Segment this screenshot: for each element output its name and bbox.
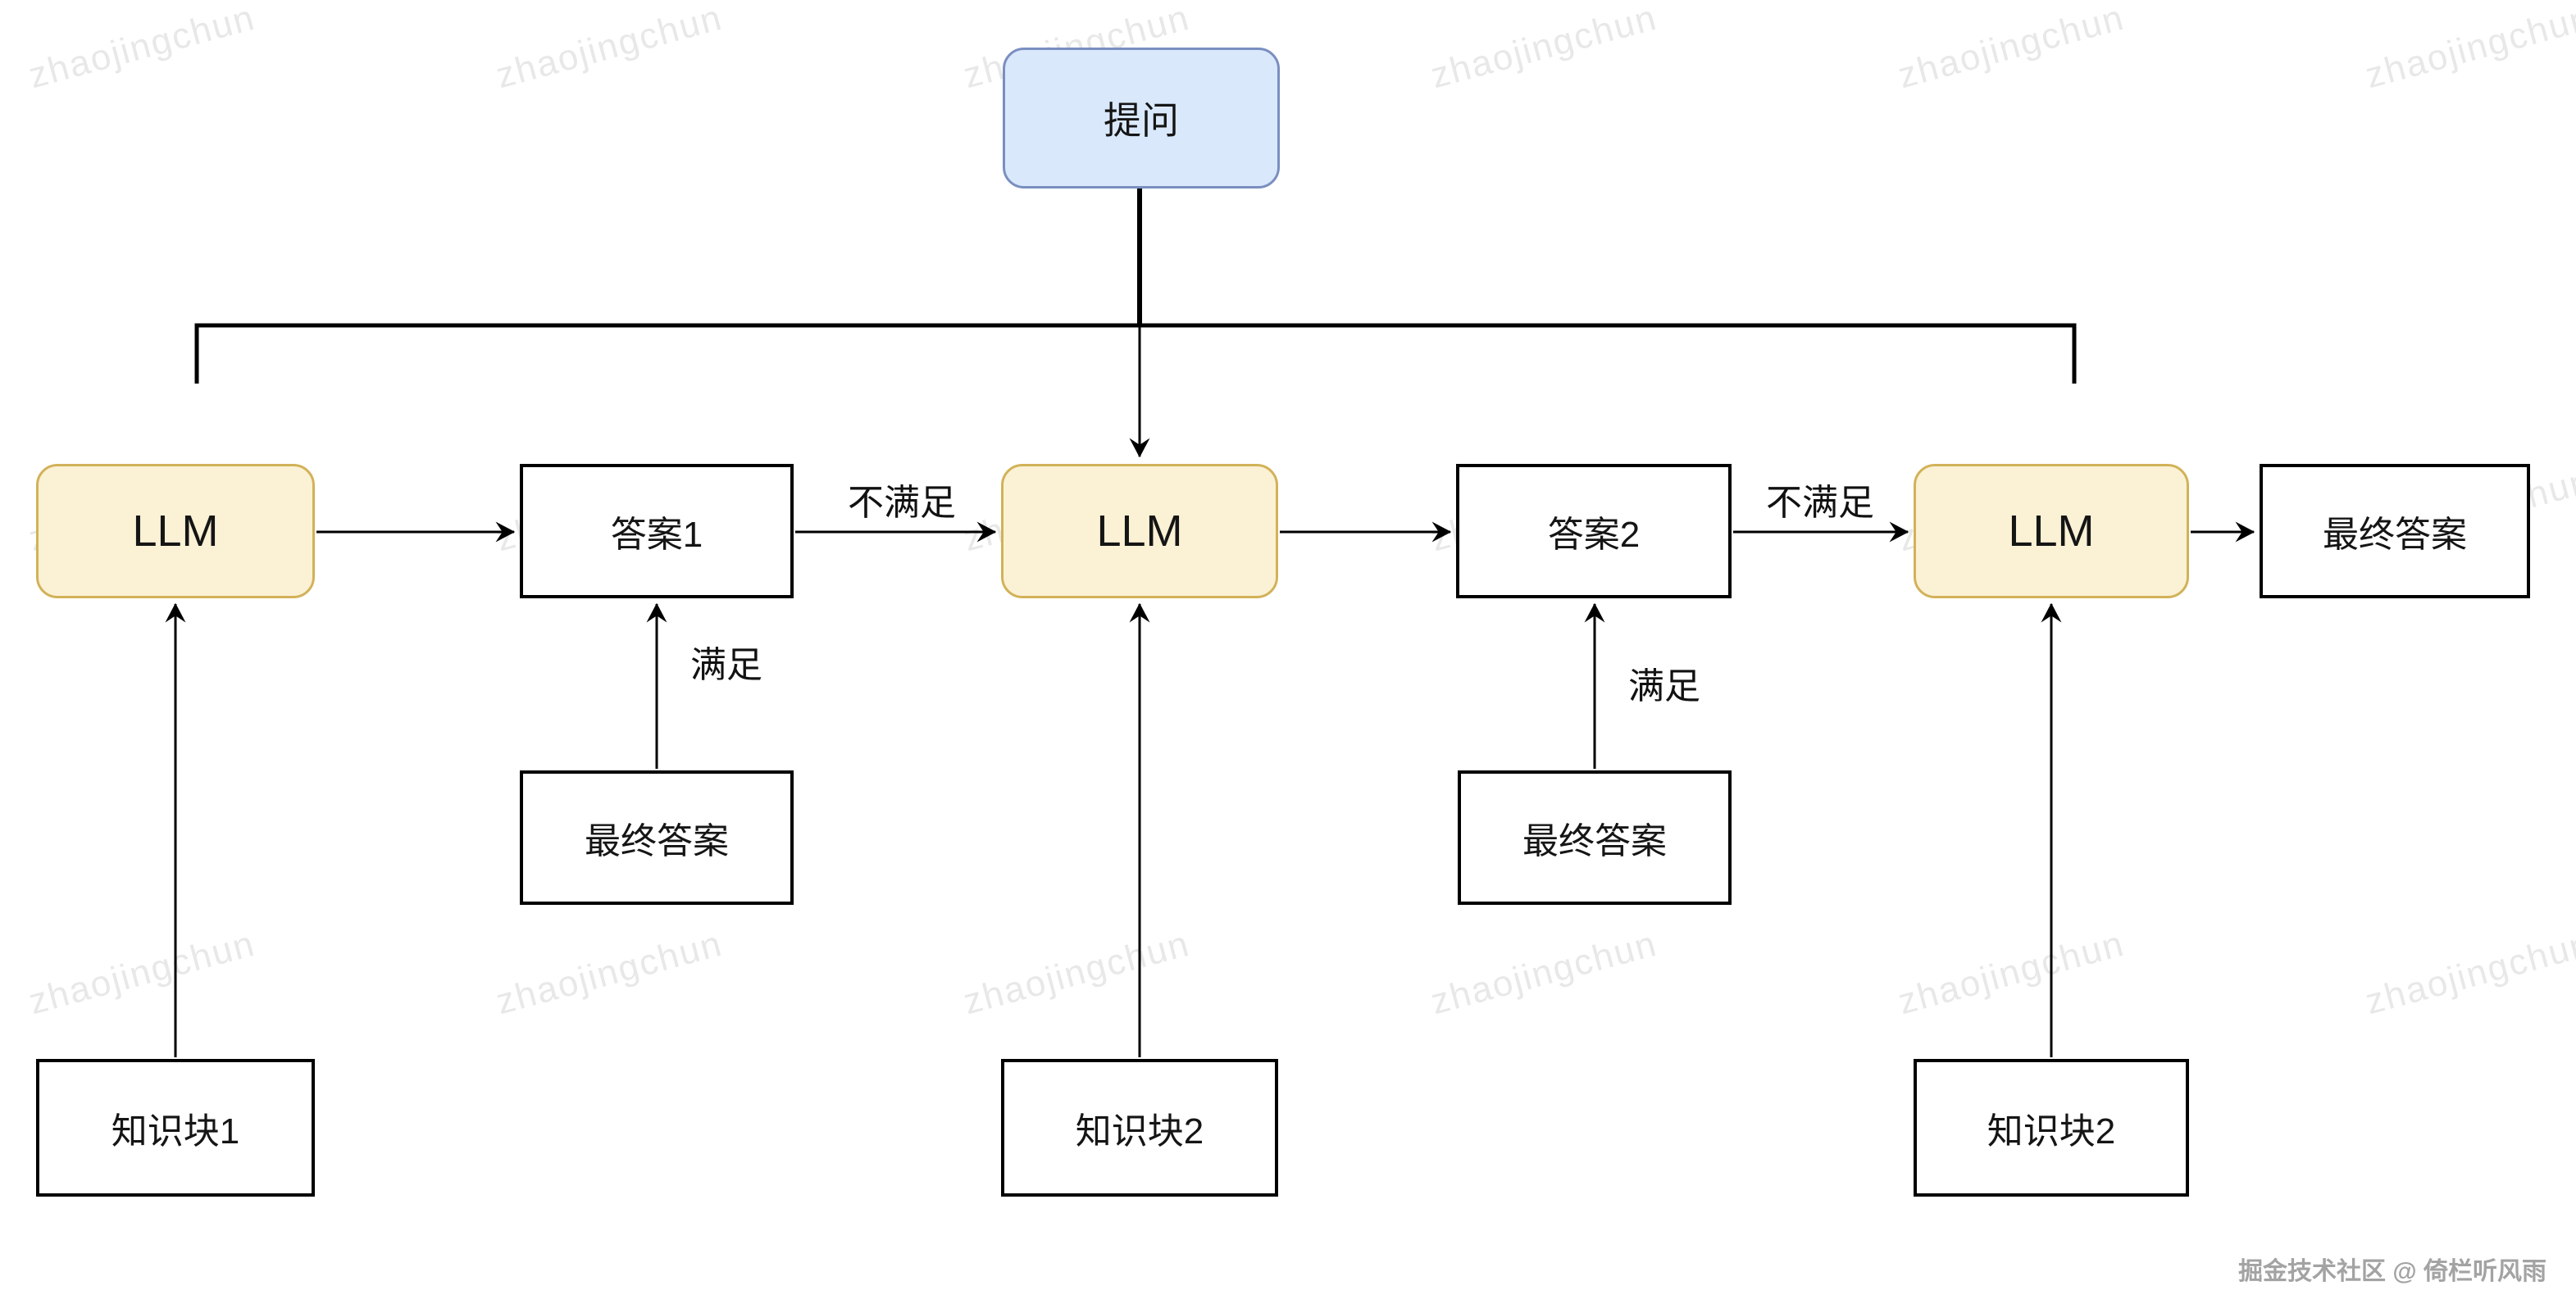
edge-label-satisfied-1: 满足: [690, 645, 762, 685]
node-final-answer-2: 最终答案: [1458, 770, 1732, 905]
node-llm-2: LLM: [1001, 464, 1278, 598]
node-llm-3: LLM: [1914, 464, 2189, 598]
edge-label-satisfied-2: 满足: [1628, 666, 1700, 706]
node-final-answer-1: 最终答案: [520, 770, 794, 905]
node-question: 提问: [1003, 48, 1280, 189]
community-credit: 掘金技术社区 @ 倚栏听风雨: [2238, 1258, 2546, 1285]
edge-label-not-satisfied-2: 不满足: [1766, 483, 1874, 523]
node-llm-1: LLM: [36, 464, 315, 598]
node-answer-1: 答案1: [520, 464, 794, 598]
edge-branch-bracket: [194, 323, 2077, 384]
edge-label-not-satisfied-1: 不满足: [848, 483, 956, 523]
node-knowledge-chunk-2: 知识块2: [1001, 1059, 1278, 1197]
node-final-answer-end: 最终答案: [2260, 464, 2530, 598]
node-knowledge-chunk-2b: 知识块2: [1914, 1059, 2189, 1197]
node-knowledge-chunk-1: 知识块1: [36, 1059, 315, 1197]
node-answer-2: 答案2: [1456, 464, 1732, 598]
